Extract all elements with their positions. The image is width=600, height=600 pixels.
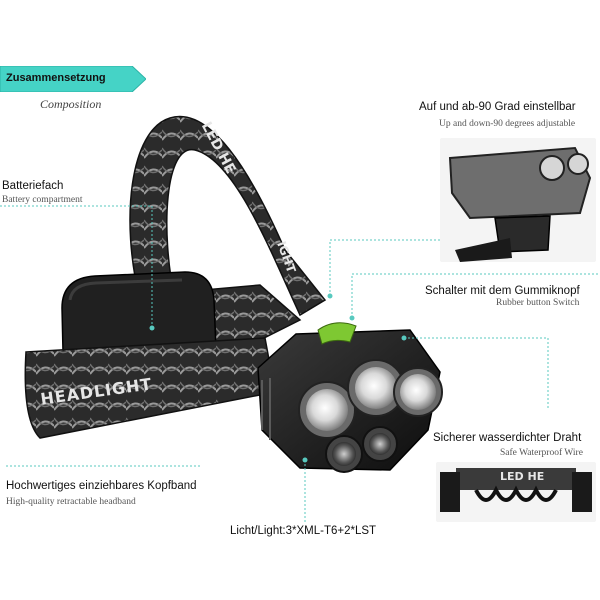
label-headband-en: High-quality retractable headband [6, 497, 136, 507]
inset-adjustable-image [440, 138, 596, 262]
label-adjustable-en: Up and down-90 degrees adjustable [439, 119, 576, 129]
inset-wire-image [436, 462, 596, 522]
label-light: Licht/Light:3*XML-T6+2*LST [230, 525, 377, 537]
wire-band-text: LED HE [500, 470, 545, 483]
label-switch-de: Schalter mit dem Gummiknopf [425, 285, 580, 297]
label-adjustable-de: Auf und ab-90 Grad einstellbar [419, 101, 576, 113]
label-headband-de: Hochwertiges einziehbares Kopfband [6, 480, 197, 492]
banner-subtitle: Composition [40, 97, 102, 111]
front-strap [24, 337, 276, 439]
banner-title: Zusammensetzung [6, 72, 106, 84]
label-wire-en: Safe Waterproof Wire [500, 448, 583, 458]
label-wire-de: Sicherer wasserdichter Draht [433, 432, 582, 444]
label-battery-en: Battery compartment [2, 195, 83, 205]
label-switch-en: Rubber button Switch [496, 298, 580, 308]
leader-lines [0, 205, 600, 522]
composition-banner [0, 66, 146, 92]
label-battery-de: Batteriefach [2, 180, 64, 192]
lamp-body [257, 322, 443, 473]
